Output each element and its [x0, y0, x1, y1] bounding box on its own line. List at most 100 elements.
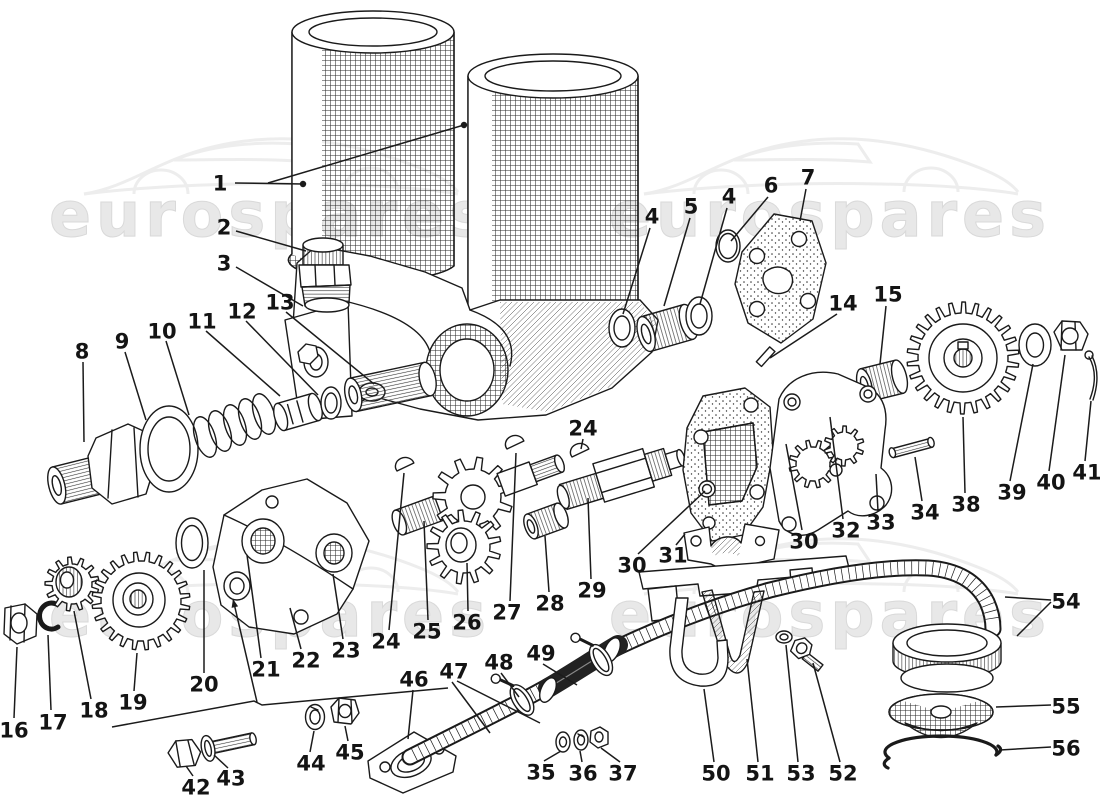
drive-gear-small-18 — [44, 556, 100, 612]
part-number-label: 45 — [335, 741, 364, 765]
relief-valve-spring — [192, 393, 277, 458]
pump-idler-shaft-29 — [556, 447, 686, 511]
leader-line — [962, 416, 966, 494]
part-number-label: 16 — [0, 719, 29, 743]
part-number-label: 32 — [831, 519, 860, 543]
leader-line — [675, 533, 686, 546]
leader-line — [235, 266, 304, 307]
leader-line — [13, 646, 18, 719]
part-number-label: 51 — [745, 762, 774, 786]
part-number-label: 55 — [1051, 695, 1080, 719]
hex-nut-37 — [589, 726, 609, 749]
leader-line — [663, 217, 691, 307]
leader-line — [235, 230, 307, 252]
relief-valve-piston — [273, 392, 323, 432]
leader-line — [785, 644, 799, 763]
leader-line — [267, 124, 465, 184]
part-number-label: 15 — [873, 283, 902, 307]
leader-line — [799, 188, 807, 222]
part-number-label: 2 — [217, 216, 232, 240]
leader-line — [999, 746, 1052, 751]
part-number-label: 13 — [265, 291, 294, 315]
leader-line — [543, 750, 562, 762]
leader-line — [812, 662, 841, 763]
leader-line — [407, 689, 414, 740]
cotter-pin-41 — [1084, 350, 1098, 401]
part-number-label: 3 — [217, 252, 232, 276]
relief-valve-bore-spigot — [343, 361, 437, 413]
part-number-label: 27 — [492, 601, 521, 625]
part-number-label: 22 — [291, 649, 320, 673]
retaining-wire-clip-56 — [882, 734, 1003, 770]
leader-line — [579, 750, 583, 763]
part-number-label: 30 — [789, 530, 818, 554]
leader-line — [622, 227, 651, 315]
leader-line — [466, 562, 469, 612]
leader-line — [703, 688, 715, 763]
spacer-bushing-28 — [523, 502, 569, 540]
washer-39 — [1018, 323, 1052, 367]
leader-line — [769, 313, 838, 359]
woodruff-key — [394, 456, 415, 472]
seal-ring-4b — [685, 296, 713, 336]
arrowhead — [231, 599, 239, 608]
relief-valve-guide-ring — [320, 386, 342, 420]
oil-pump-cover-gasket — [682, 387, 774, 542]
pump-gear-32 — [823, 425, 865, 467]
leader-line — [509, 452, 517, 602]
part-number-label: 44 — [296, 752, 325, 776]
leader-line — [699, 207, 728, 305]
leader-line — [746, 658, 759, 763]
castellated-nut-40 — [1053, 320, 1089, 351]
hose-ferrule — [539, 677, 557, 703]
part-number-label: 26 — [452, 611, 481, 635]
part-number-label: 19 — [118, 691, 147, 715]
leader-line — [600, 747, 621, 763]
part-number-label: 53 — [786, 762, 815, 786]
leader-line — [829, 416, 844, 520]
leader-line — [245, 320, 319, 396]
part-number-label: 50 — [701, 762, 730, 786]
leader-dot — [299, 180, 307, 188]
hose-clamp — [570, 632, 614, 677]
part-number-label: 5 — [684, 195, 699, 219]
leader-line — [730, 196, 769, 242]
woodruff-key — [504, 434, 525, 450]
part-number-label: 24 — [371, 630, 400, 654]
exploded-parts-artwork — [3, 10, 1098, 794]
part-number-label: 52 — [828, 762, 857, 786]
hex-nut-16 — [3, 603, 38, 645]
part-number-label: 47 — [439, 660, 468, 684]
leader-line — [47, 634, 52, 711]
part-number-label: 14 — [828, 292, 857, 316]
housing-bolt — [297, 343, 319, 365]
assembly-bracket-line — [111, 687, 449, 728]
part-number-label: 34 — [910, 501, 939, 525]
leader-line — [309, 730, 315, 753]
leader-line — [185, 765, 194, 777]
leader-line — [544, 535, 550, 593]
leader-line — [133, 652, 138, 692]
leader-line — [388, 472, 405, 631]
part-number-label: 21 — [251, 658, 280, 682]
idler-gear-26 — [426, 509, 502, 585]
leader-line — [332, 573, 344, 640]
relief-valve-seal-ring — [139, 405, 199, 493]
washer-35 — [555, 731, 571, 753]
watermark-text: eurospares — [609, 178, 1051, 251]
leader-dot — [460, 121, 468, 129]
leader-line — [785, 443, 803, 531]
oil-pickup-pipe-54 — [605, 561, 1000, 657]
leader-line — [246, 554, 262, 659]
part-number-label: 33 — [866, 511, 895, 535]
part-number-label: 29 — [577, 579, 606, 603]
filter-cap-assembly — [298, 237, 352, 313]
leader-line — [423, 520, 429, 621]
leader-line — [1009, 363, 1034, 482]
part-number-label: 42 — [181, 776, 210, 800]
leader-line — [914, 456, 923, 502]
part-number-label: 7 — [801, 166, 816, 190]
